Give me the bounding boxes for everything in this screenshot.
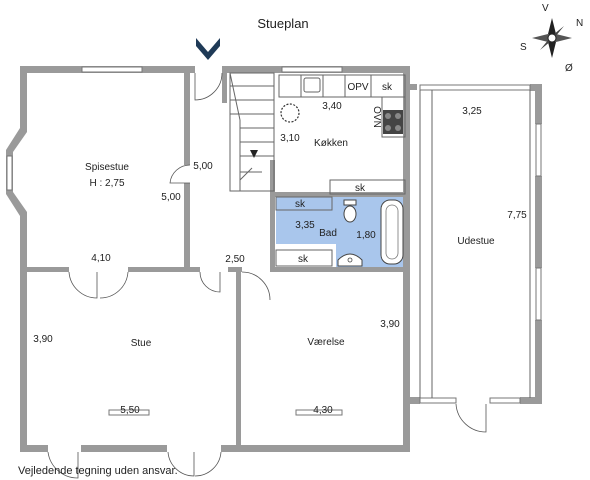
entrance-arrow-icon (196, 38, 220, 60)
windows (6, 66, 542, 416)
gang-dim-b: 2,50 (225, 254, 245, 265)
opv-label: OPV (347, 82, 368, 93)
kokken-dim-w: 3,40 (322, 101, 342, 112)
compass-o: Ø (565, 63, 573, 74)
sk-kitchen-top: sk (382, 82, 393, 93)
room-udestue: Udestue (457, 236, 495, 247)
disclaimer: Vejledende tegning uden ansvar. (18, 465, 178, 477)
ovn-label: OVN (371, 106, 382, 128)
kitchen-fixtures: OPV sk OVN sk (278, 74, 406, 195)
round-table-icon (280, 103, 300, 123)
kokken-dim-d: 3,10 (280, 133, 300, 144)
vaerelse-dim-w: 4,30 (313, 405, 333, 416)
compass-icon: V N S Ø (520, 3, 583, 74)
compass-v: V (542, 3, 549, 14)
room-vaerelse: Værelse (307, 337, 345, 348)
room-spisestue: Spisestue (85, 162, 129, 173)
bathtub-icon (380, 199, 404, 265)
sk-bath-bottom: sk (298, 254, 309, 265)
vaerelse-dim-d: 3,90 (380, 319, 400, 330)
gang-dim-a: 5,00 (193, 161, 213, 172)
stue-dim-w: 5,50 (120, 405, 140, 416)
udestue-dim-d: 7,75 (507, 210, 527, 221)
sk-kitchen-bottom: sk (355, 183, 366, 194)
room-bad: Bad (319, 228, 337, 239)
sk-bath-top: sk (295, 199, 306, 210)
room-labels: Spisestue H : 2,75 5,00 4,10 5,00 2,50 3… (33, 101, 527, 416)
room-stue: Stue (131, 338, 152, 349)
bathroom-fixtures: sk sk (275, 196, 404, 267)
doors (47, 72, 487, 479)
spisestue-dim-w: 5,00 (161, 192, 181, 203)
toilet-icon (343, 205, 357, 223)
compass-n: N (576, 18, 583, 29)
room-kokken: Køkken (314, 138, 348, 149)
udestue-dim-w: 3,25 (462, 106, 482, 117)
bad-dim-w: 3,35 (295, 220, 315, 231)
spisestue-height: H : 2,75 (89, 178, 124, 189)
compass-s: S (520, 42, 527, 53)
bad-dim-d: 1,80 (356, 230, 376, 241)
stue-dim-d: 3,90 (33, 334, 53, 345)
plan-title: Stueplan (257, 16, 308, 31)
staircase (229, 72, 275, 192)
spisestue-dim-d: 4,10 (91, 253, 111, 264)
